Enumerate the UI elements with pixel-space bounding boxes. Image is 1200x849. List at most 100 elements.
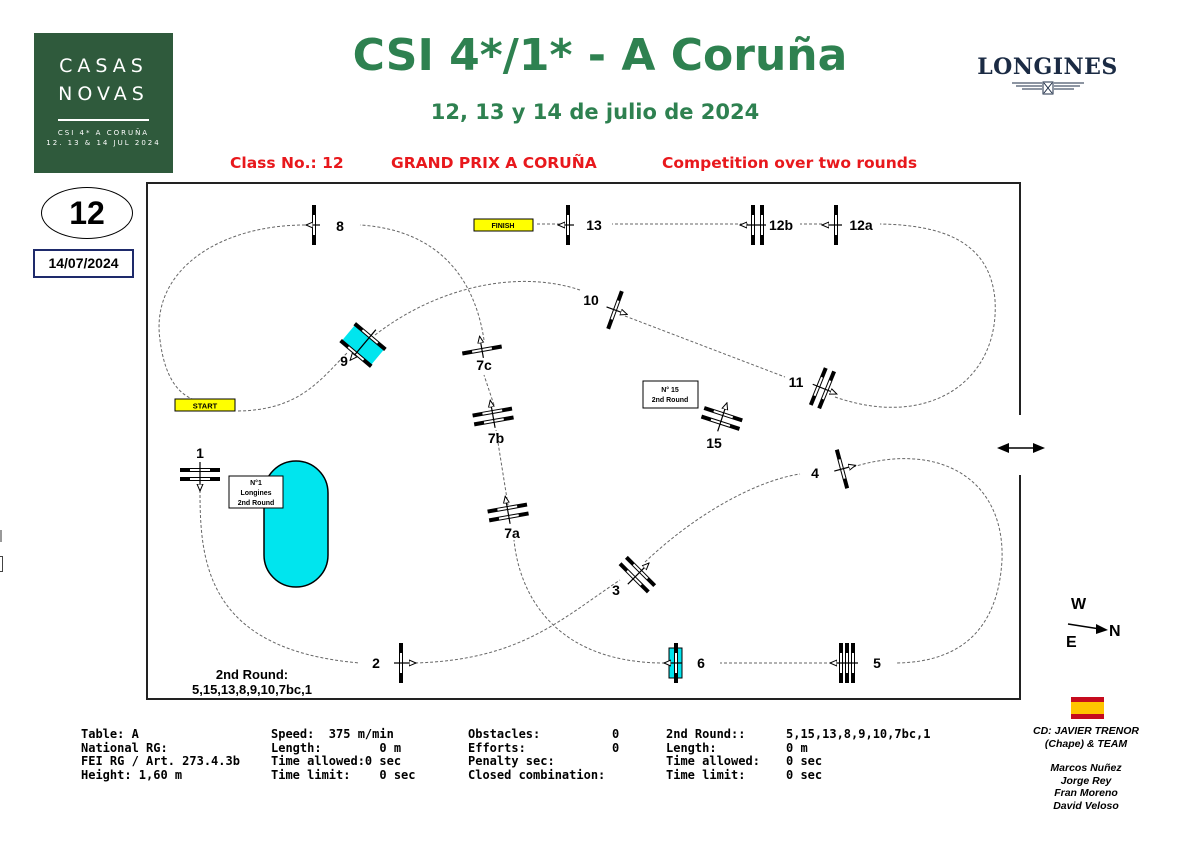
longines-wordmark: LONGINES	[977, 54, 1118, 80]
info-2nd-time-limit-label: Time limit:	[666, 767, 746, 782]
logo-line-2: NOVAS	[58, 83, 149, 105]
obstacle-15-label: 15	[706, 435, 722, 451]
info-column-4-labels: 2nd Round:: Length: Time allowed: Time l…	[666, 727, 760, 782]
edge-mark	[0, 530, 2, 542]
second-round-sequence: 5,15,13,8,9,10,7bc,1	[192, 682, 312, 697]
fence15-note-line: N° 15	[661, 386, 679, 394]
class-name: GRAND PRIX A CORUÑA	[391, 154, 597, 172]
obstacle-3-label: 3	[612, 582, 620, 598]
finish-marker: FINISH	[473, 218, 534, 232]
obstacle-15	[700, 397, 743, 432]
obstacle-7a-label: 7a	[504, 525, 520, 541]
course-designer: CD: JAVIER TRENOR (Chape) & TEAM Marcos …	[1022, 725, 1150, 812]
info-speed: Speed: 375 m/min	[271, 727, 394, 741]
obstacle-6	[664, 643, 683, 683]
water-note-line: 2nd Round	[238, 500, 275, 507]
spain-flag-icon	[1071, 697, 1104, 719]
casas-novas-logo: CASAS NOVAS CSI 4* A CORUÑA 12. 13 & 14 …	[34, 33, 173, 173]
obstacle-3	[618, 555, 657, 594]
event-dates: 12, 13 y 14 de julio de 2024	[430, 100, 760, 124]
course-track	[158, 223, 1003, 664]
info-closed-combination-label: Closed combination:	[468, 767, 606, 782]
info-2nd-length-value: 0 m	[786, 740, 808, 755]
logo-line-3: CSI 4* A CORUÑA	[57, 129, 150, 137]
start-marker: START	[174, 398, 236, 412]
class-number: Class No.: 12	[230, 154, 344, 172]
water-note-line: Longines	[240, 490, 271, 497]
obstacle-1	[180, 462, 220, 491]
longines-logo: LONGINES	[970, 54, 1125, 96]
info-2nd-time-allowed-value: 0 sec	[786, 754, 823, 768]
info-time-allowed: Time allowed:0 sec	[271, 754, 402, 768]
event-title: CSI 4*/1* - A Coruña	[352, 30, 848, 81]
second-round-title: 2nd Round:	[216, 667, 288, 682]
obstacle-9-label: 9	[340, 353, 348, 369]
compass-arrow-icon	[1067, 623, 1108, 634]
obstacle-7b	[472, 397, 514, 428]
water-note-line: N°1	[250, 479, 262, 487]
info-column-4-values: 5,15,13,8,9,10,7bc,1 0 m 0 sec 0 sec	[786, 727, 931, 782]
info-2nd-length-label: Length:	[666, 740, 717, 755]
obstacle-8-label: 8	[336, 218, 344, 234]
info-national-rg: National RG:	[81, 740, 168, 755]
designer-cd: CD: JAVIER TRENOR	[1033, 725, 1139, 737]
entrance-arrow-icon	[997, 443, 1045, 453]
start-label: START	[193, 402, 218, 411]
obstacle-11	[808, 367, 844, 410]
info-height: Height: 1,60 m	[81, 767, 183, 782]
info-length: Length: 0 m	[271, 740, 402, 755]
obstacle-12a-label: 12a	[849, 217, 873, 233]
compass-east: E	[1066, 634, 1077, 651]
info-column-3-labels: Obstacles: Efforts: Penalty sec: Closed …	[468, 727, 606, 782]
finish-label: FINISH	[492, 223, 515, 230]
class-date: 14/07/2024	[33, 249, 134, 278]
obstacle-1-label: 1	[196, 445, 204, 461]
info-2nd-time-limit-value: 0 sec	[786, 767, 823, 782]
logo-rule	[58, 119, 149, 121]
designer-member: Fran Moreno	[1054, 787, 1118, 799]
designer-member: Marcos Nuñez	[1050, 762, 1122, 774]
obstacle-12a: 12a	[822, 205, 873, 245]
info-2nd-round-label: 2nd Round::	[666, 727, 746, 741]
info-column-3-values: 0 0	[612, 727, 620, 755]
obstacle-8: 8	[306, 205, 344, 245]
info-obstacles-label: Obstacles:	[468, 727, 541, 741]
water-note-box: N°1 Longines 2nd Round	[228, 475, 284, 509]
compass-west: W	[1071, 596, 1087, 613]
obstacle-7a	[487, 493, 529, 524]
info-table: Table: A	[81, 727, 139, 741]
info-fei-rg: FEI RG / Art. 273.4.3b	[81, 754, 240, 768]
logo-line-4: 12. 13 & 14 JUL 2024	[46, 139, 161, 147]
compass-north: N	[1109, 623, 1121, 640]
logo-line-1: CASAS	[59, 55, 148, 77]
obstacle-12b: 12b	[740, 205, 793, 245]
obstacle-7c	[461, 333, 503, 358]
info-column-1: Table: A National RG: FEI RG / Art. 273.…	[81, 727, 240, 782]
obstacle-13-label: 13	[586, 217, 602, 233]
fence15-note-box: N° 15 2nd Round	[642, 380, 699, 409]
info-efforts-value: 0	[612, 740, 620, 755]
obstacle-4-label: 4	[811, 465, 819, 481]
designer-member: David Veloso	[1053, 799, 1119, 812]
info-column-2: Speed: 375 m/min Length: 0 m Time allowe…	[271, 727, 416, 782]
obstacle-6-label: 6	[697, 655, 705, 671]
obstacle-9	[339, 322, 387, 368]
obstacle-13: 13	[558, 205, 602, 245]
info-2nd-round-value: 5,15,13,8,9,10,7bc,1	[786, 727, 931, 741]
obstacle-7b-label: 7b	[488, 430, 504, 446]
info-2nd-time-allowed-label: Time allowed:	[666, 754, 760, 768]
info-efforts-label: Efforts:	[468, 740, 526, 755]
fence15-note-line: 2nd Round	[652, 397, 689, 404]
obstacle-10	[606, 290, 634, 330]
info-penalty-label: Penalty sec:	[468, 754, 555, 768]
designer-team: (Chape) & TEAM	[1044, 737, 1128, 750]
obstacle-2-label: 2	[372, 655, 380, 671]
obstacle-10-label: 10	[583, 292, 599, 308]
edge-mark	[0, 556, 3, 572]
obstacle-2	[394, 643, 416, 683]
designer-member: Jorge Rey	[1060, 774, 1112, 787]
obstacle-5-label: 5	[873, 655, 881, 671]
info-time-limit: Time limit: 0 sec	[271, 767, 416, 782]
obstacle-11-label: 11	[789, 374, 804, 390]
obstacle-5	[830, 643, 858, 683]
